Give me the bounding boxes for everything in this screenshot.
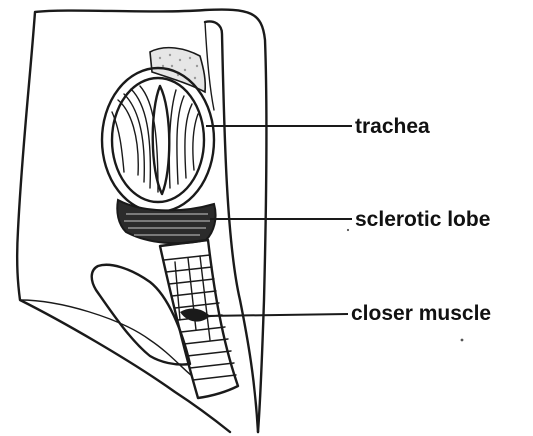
speck-mark (461, 339, 464, 342)
closer-muscle-label: closer muscle (351, 302, 491, 325)
trachea-lumen (153, 86, 170, 194)
closer-muscle-leader (205, 314, 348, 316)
sclerotic-lobe-label: sclerotic lobe (355, 208, 490, 231)
lower-fold-inner (20, 300, 192, 376)
trachea-label: trachea (355, 115, 430, 138)
cuticle-strip-inner (205, 22, 214, 110)
sclerotic-lobe (117, 200, 215, 243)
speck-mark (347, 229, 349, 231)
atrium-stipple-region (150, 48, 205, 92)
